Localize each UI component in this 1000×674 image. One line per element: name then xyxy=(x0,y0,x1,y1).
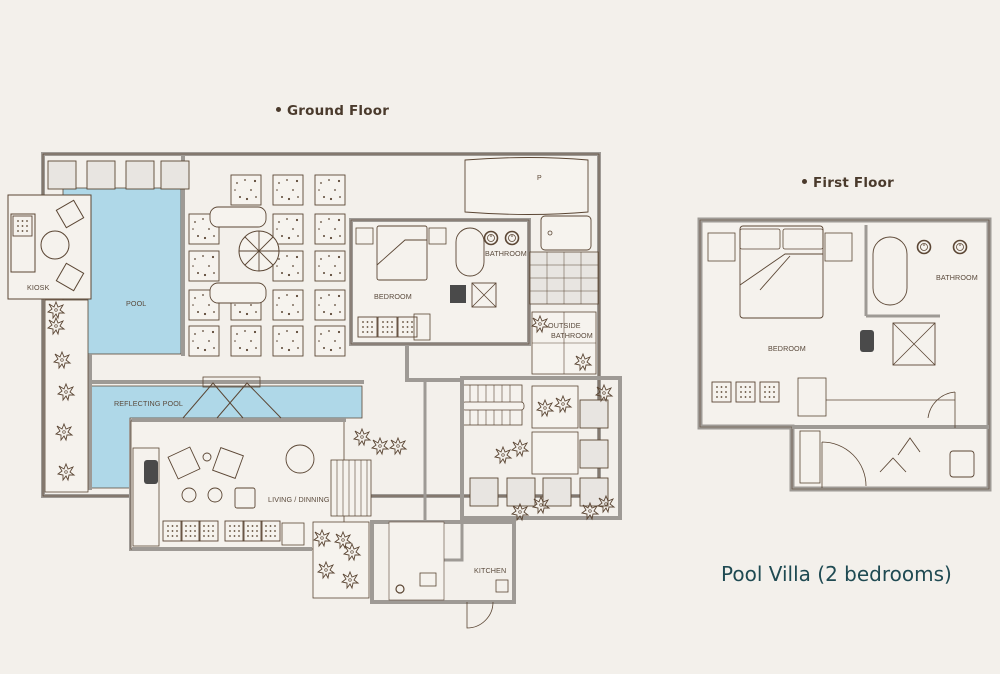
planter-p xyxy=(464,157,589,215)
ground-floor-heading: Ground Floor xyxy=(276,103,389,119)
umbrella-icon xyxy=(238,230,280,272)
ground-bathroom-label: BATHROOM xyxy=(485,249,527,258)
reflecting-pool-label: REFLECTING POOL xyxy=(114,399,183,408)
outside-bathroom: OUTSIDE BATHROOM xyxy=(531,311,597,375)
plan-title: Pool Villa (2 bedrooms) xyxy=(721,562,952,586)
first-floor-heading-text: First Floor xyxy=(813,175,894,191)
first-bathroom-label: BATHROOM xyxy=(936,273,978,282)
bullet-icon xyxy=(276,106,281,112)
outside-bathroom-label-2: BATHROOM xyxy=(551,331,593,340)
svg-text:P: P xyxy=(537,175,542,182)
bullet-icon xyxy=(802,178,807,184)
ground-floor-plan: KIOSK POOL REFLECTING POOL P xyxy=(7,152,622,629)
kiosk-label: KIOSK xyxy=(27,283,50,292)
first-floor-plan: BEDROOM BATHROOM xyxy=(697,217,992,492)
first-floor-heading: First Floor xyxy=(802,175,894,191)
pool-label: POOL xyxy=(126,299,146,308)
outside-bathroom-label-1: OUTSIDE xyxy=(548,321,581,330)
kiosk: KIOSK xyxy=(7,194,92,300)
kitchen-label: KITCHEN xyxy=(474,566,506,575)
ground-floor-heading-text: Ground Floor xyxy=(287,103,390,119)
first-bedroom-label: BEDROOM xyxy=(768,344,806,353)
staircase xyxy=(330,384,525,517)
ground-bedroom-label: BEDROOM xyxy=(374,292,412,301)
garden-court xyxy=(460,376,622,521)
ground-bedroom: BEDROOM BATHROOM xyxy=(349,218,531,346)
living-dining-label: LIVING / DINNING xyxy=(268,495,330,504)
